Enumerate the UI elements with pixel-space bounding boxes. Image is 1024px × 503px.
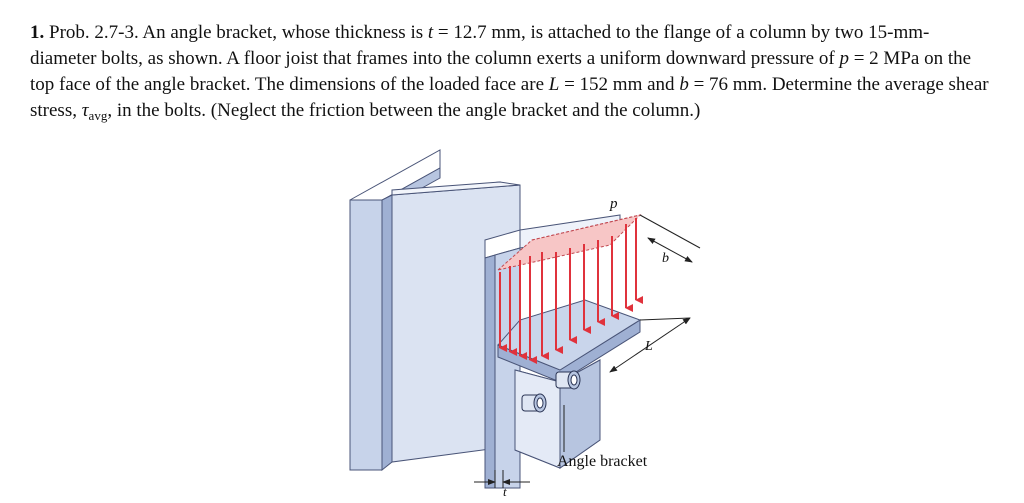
problem-text-5: = 76 mm. Determine the average shear str… [30, 74, 989, 121]
symbol-p: p [839, 48, 849, 69]
label-L: L [644, 339, 653, 354]
problem-text-3: = 2 MPa on the top face of the angle bra… [30, 48, 972, 95]
symbol-t: t [427, 22, 434, 43]
label-angle-bracket: Angle bracket [557, 453, 648, 470]
symbol-tau-subscript: avg [88, 108, 108, 123]
symbol-tau: τ [81, 100, 89, 121]
symbol-b: b [679, 74, 689, 95]
pressure-arrows [499, 218, 643, 364]
problem-number: 1. [30, 22, 45, 43]
symbol-L: L [548, 74, 560, 95]
label-b: b [662, 251, 669, 266]
problem-text-1: Prob. 2.7-3. An angle bracket, whose thi… [49, 22, 428, 43]
bolt-lower [521, 393, 547, 413]
problem-text-2: = 12.7 mm, is attached to the flange of … [30, 22, 930, 69]
problem-statement: 1. Prob. 2.7-3. An angle bracket, whose … [30, 20, 990, 124]
problem-text-6: , in the bolts. (Neglect the friction be… [107, 100, 701, 121]
label-p: p [609, 196, 618, 212]
problem-text-4: = 152 mm and [559, 74, 680, 95]
bolt-upper [555, 370, 581, 390]
label-t: t [503, 484, 507, 499]
dimension-lines [474, 214, 701, 488]
